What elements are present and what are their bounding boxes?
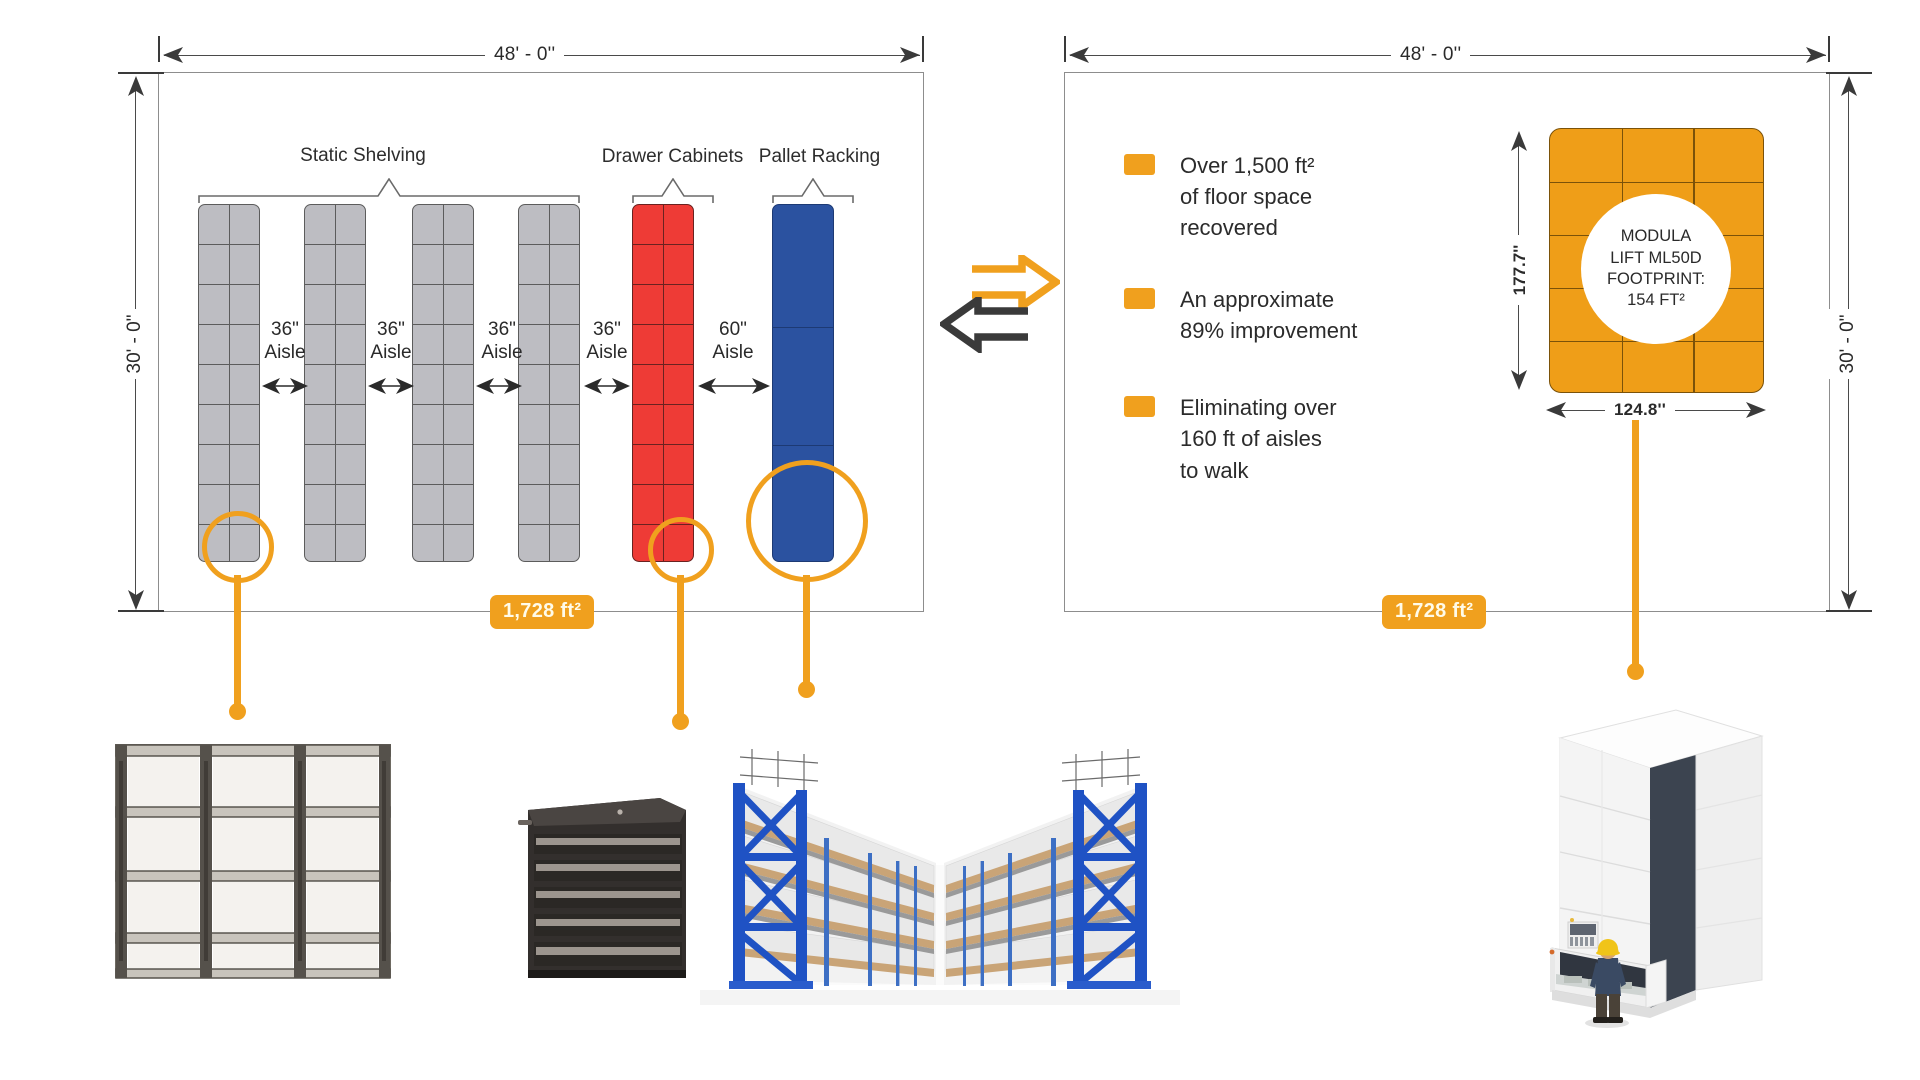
aisle-size-4: 36": [593, 319, 621, 340]
benefit-2-line-1: An approximate: [1180, 286, 1335, 312]
benefit-3-line-1: Eliminating over: [1180, 395, 1337, 421]
aisle-size-2: 36": [377, 319, 405, 340]
benefit-item-2: An approximate 89% improvement: [1124, 284, 1414, 346]
modula-lift-machine-photo: [1490, 690, 1790, 1040]
right-width-arrow-end: [1806, 47, 1826, 63]
rack-static-shelving-3: [412, 204, 474, 562]
left-arrow-outline-icon: [940, 297, 1028, 353]
group-label-pallet-racking: Pallet Racking: [758, 146, 881, 167]
left-height-arrow-top: [128, 76, 144, 96]
modula-height-arrow-bottom: [1511, 370, 1527, 390]
modula-footprint-caption: MODULA LIFT ML50D FOOTPRINT: 154 FT²: [1581, 194, 1731, 344]
aisle-label-3: 36" Aisle: [469, 318, 535, 364]
leader-dot-drawer: [672, 713, 689, 730]
left-width-arrow-start: [163, 47, 183, 63]
left-vdim-tick-top: [118, 72, 164, 74]
drawer-cabinet-photo: [510, 780, 700, 985]
aisle-label-5: 60" Aisle: [700, 318, 766, 364]
group-label-drawer-cabinets: Drawer Cabinets: [601, 146, 744, 167]
right-height-arrow-bottom: [1841, 590, 1857, 610]
rack-static-shelving-1: [198, 204, 260, 562]
benefit-3-line-3: to walk: [1180, 457, 1249, 483]
right-height-arrow-top: [1841, 76, 1857, 96]
left-height-arrow-bottom: [128, 590, 144, 610]
left-dim-tick-start: [158, 36, 160, 62]
aisle-arrow-2: [368, 378, 414, 394]
worker-figure: [1585, 939, 1629, 1028]
aisle-arrow-5: [698, 378, 770, 394]
leader-line-shelving: [234, 575, 241, 710]
aisle-word-1: Aisle: [264, 342, 306, 364]
leader-dot-modula: [1627, 663, 1644, 680]
left-dim-tick-end: [922, 36, 924, 62]
left-width-arrow-end: [900, 47, 920, 63]
leader-line-modula: [1632, 420, 1639, 670]
bullet-square-icon: [1124, 287, 1155, 309]
modula-height-label: 177.7'': [1502, 235, 1538, 305]
bullet-square-icon: [1124, 154, 1155, 175]
benefit-item-1: Over 1,500 ft² of floor space recovered: [1124, 150, 1414, 244]
rack-static-shelving-4: [518, 204, 580, 562]
modula-caption-line-1: MODULA: [1620, 227, 1692, 246]
benefit-1-line-1: Over 1,500 ft²: [1180, 153, 1315, 178]
rack-static-shelving-2: [304, 204, 366, 562]
left-area-badge: 1,728 ft²: [490, 595, 595, 629]
aisle-size-1: 36": [271, 319, 299, 340]
aisle-label-2: 36" Aisle: [358, 318, 424, 364]
bracket-drawer-cabinets: [632, 178, 714, 203]
benefit-1-line-3: recovered: [1180, 215, 1278, 241]
modula-caption-line-2: LIFT ML50D: [1610, 248, 1702, 267]
aisle-word-2: Aisle: [370, 342, 412, 364]
modula-width-label: 124.8'': [1605, 400, 1676, 420]
aisle-arrow-1: [262, 378, 308, 394]
modula-width-arrow-right: [1746, 402, 1766, 418]
benefit-item-3: Eliminating over 160 ft of aisles to wal…: [1124, 392, 1414, 486]
right-arrow-outline-icon: [972, 255, 1060, 311]
left-height-label: 30' - 0": [116, 309, 154, 379]
leader-dot-pallet: [798, 681, 815, 698]
right-width-arrow-start: [1069, 47, 1089, 63]
right-dim-tick-end: [1828, 36, 1830, 62]
static-shelving-photo: [108, 735, 398, 985]
right-area-badge: 1,728 ft²: [1382, 595, 1487, 629]
benefits-list: Over 1,500 ft² of floor space recovered …: [1124, 150, 1414, 526]
highlight-circle-pallet: [746, 460, 868, 582]
leader-line-pallet: [803, 575, 810, 688]
aisle-word-5: Aisle: [712, 342, 754, 364]
modula-caption-line-3: FOOTPRINT:: [1606, 270, 1706, 288]
benefit-1-line-2: of floor space: [1180, 184, 1313, 210]
rack-drawer-cabinets: [632, 204, 694, 562]
aisle-word-4: Aisle: [586, 342, 628, 364]
right-vdim-tick-bottom: [1826, 610, 1872, 612]
bracket-static-shelving: [198, 178, 580, 203]
pallet-racking-aisle-photo: [700, 735, 1180, 1005]
modula-height-arrow-top: [1511, 131, 1527, 151]
aisle-word-3: Aisle: [481, 342, 523, 364]
right-width-label: 48' - 0'': [1391, 44, 1471, 66]
right-vdim-tick-top: [1826, 72, 1872, 74]
left-vdim-tick-bottom: [118, 610, 164, 612]
leader-line-drawer: [677, 575, 684, 720]
aisle-arrow-4: [584, 378, 630, 394]
highlight-circle-drawer: [648, 517, 714, 583]
right-height-label: 30' - 0": [1829, 309, 1867, 379]
right-dim-tick-start: [1064, 36, 1066, 62]
leader-dot-shelving: [229, 703, 246, 720]
modula-caption-line-4: 154 FT²: [1627, 291, 1685, 310]
benefit-3-line-2: 160 ft of aisles: [1180, 426, 1322, 452]
modula-width-arrow-left: [1546, 402, 1566, 418]
aisle-size-5: 60": [719, 319, 747, 340]
exchange-arrows: [940, 255, 1060, 360]
aisle-label-1: 36" Aisle: [252, 318, 318, 364]
aisle-arrow-3: [476, 378, 522, 394]
left-width-label: 48' - 0'': [485, 44, 565, 66]
highlight-circle-shelving: [202, 511, 274, 583]
aisle-size-3: 36": [488, 319, 516, 340]
aisle-label-4: 36" Aisle: [574, 318, 640, 364]
group-label-static-shelving: Static Shelving: [300, 145, 426, 166]
benefit-2-line-2: 89% improvement: [1180, 317, 1358, 343]
bracket-pallet-racking: [772, 178, 854, 203]
bullet-square-icon: [1124, 396, 1155, 418]
